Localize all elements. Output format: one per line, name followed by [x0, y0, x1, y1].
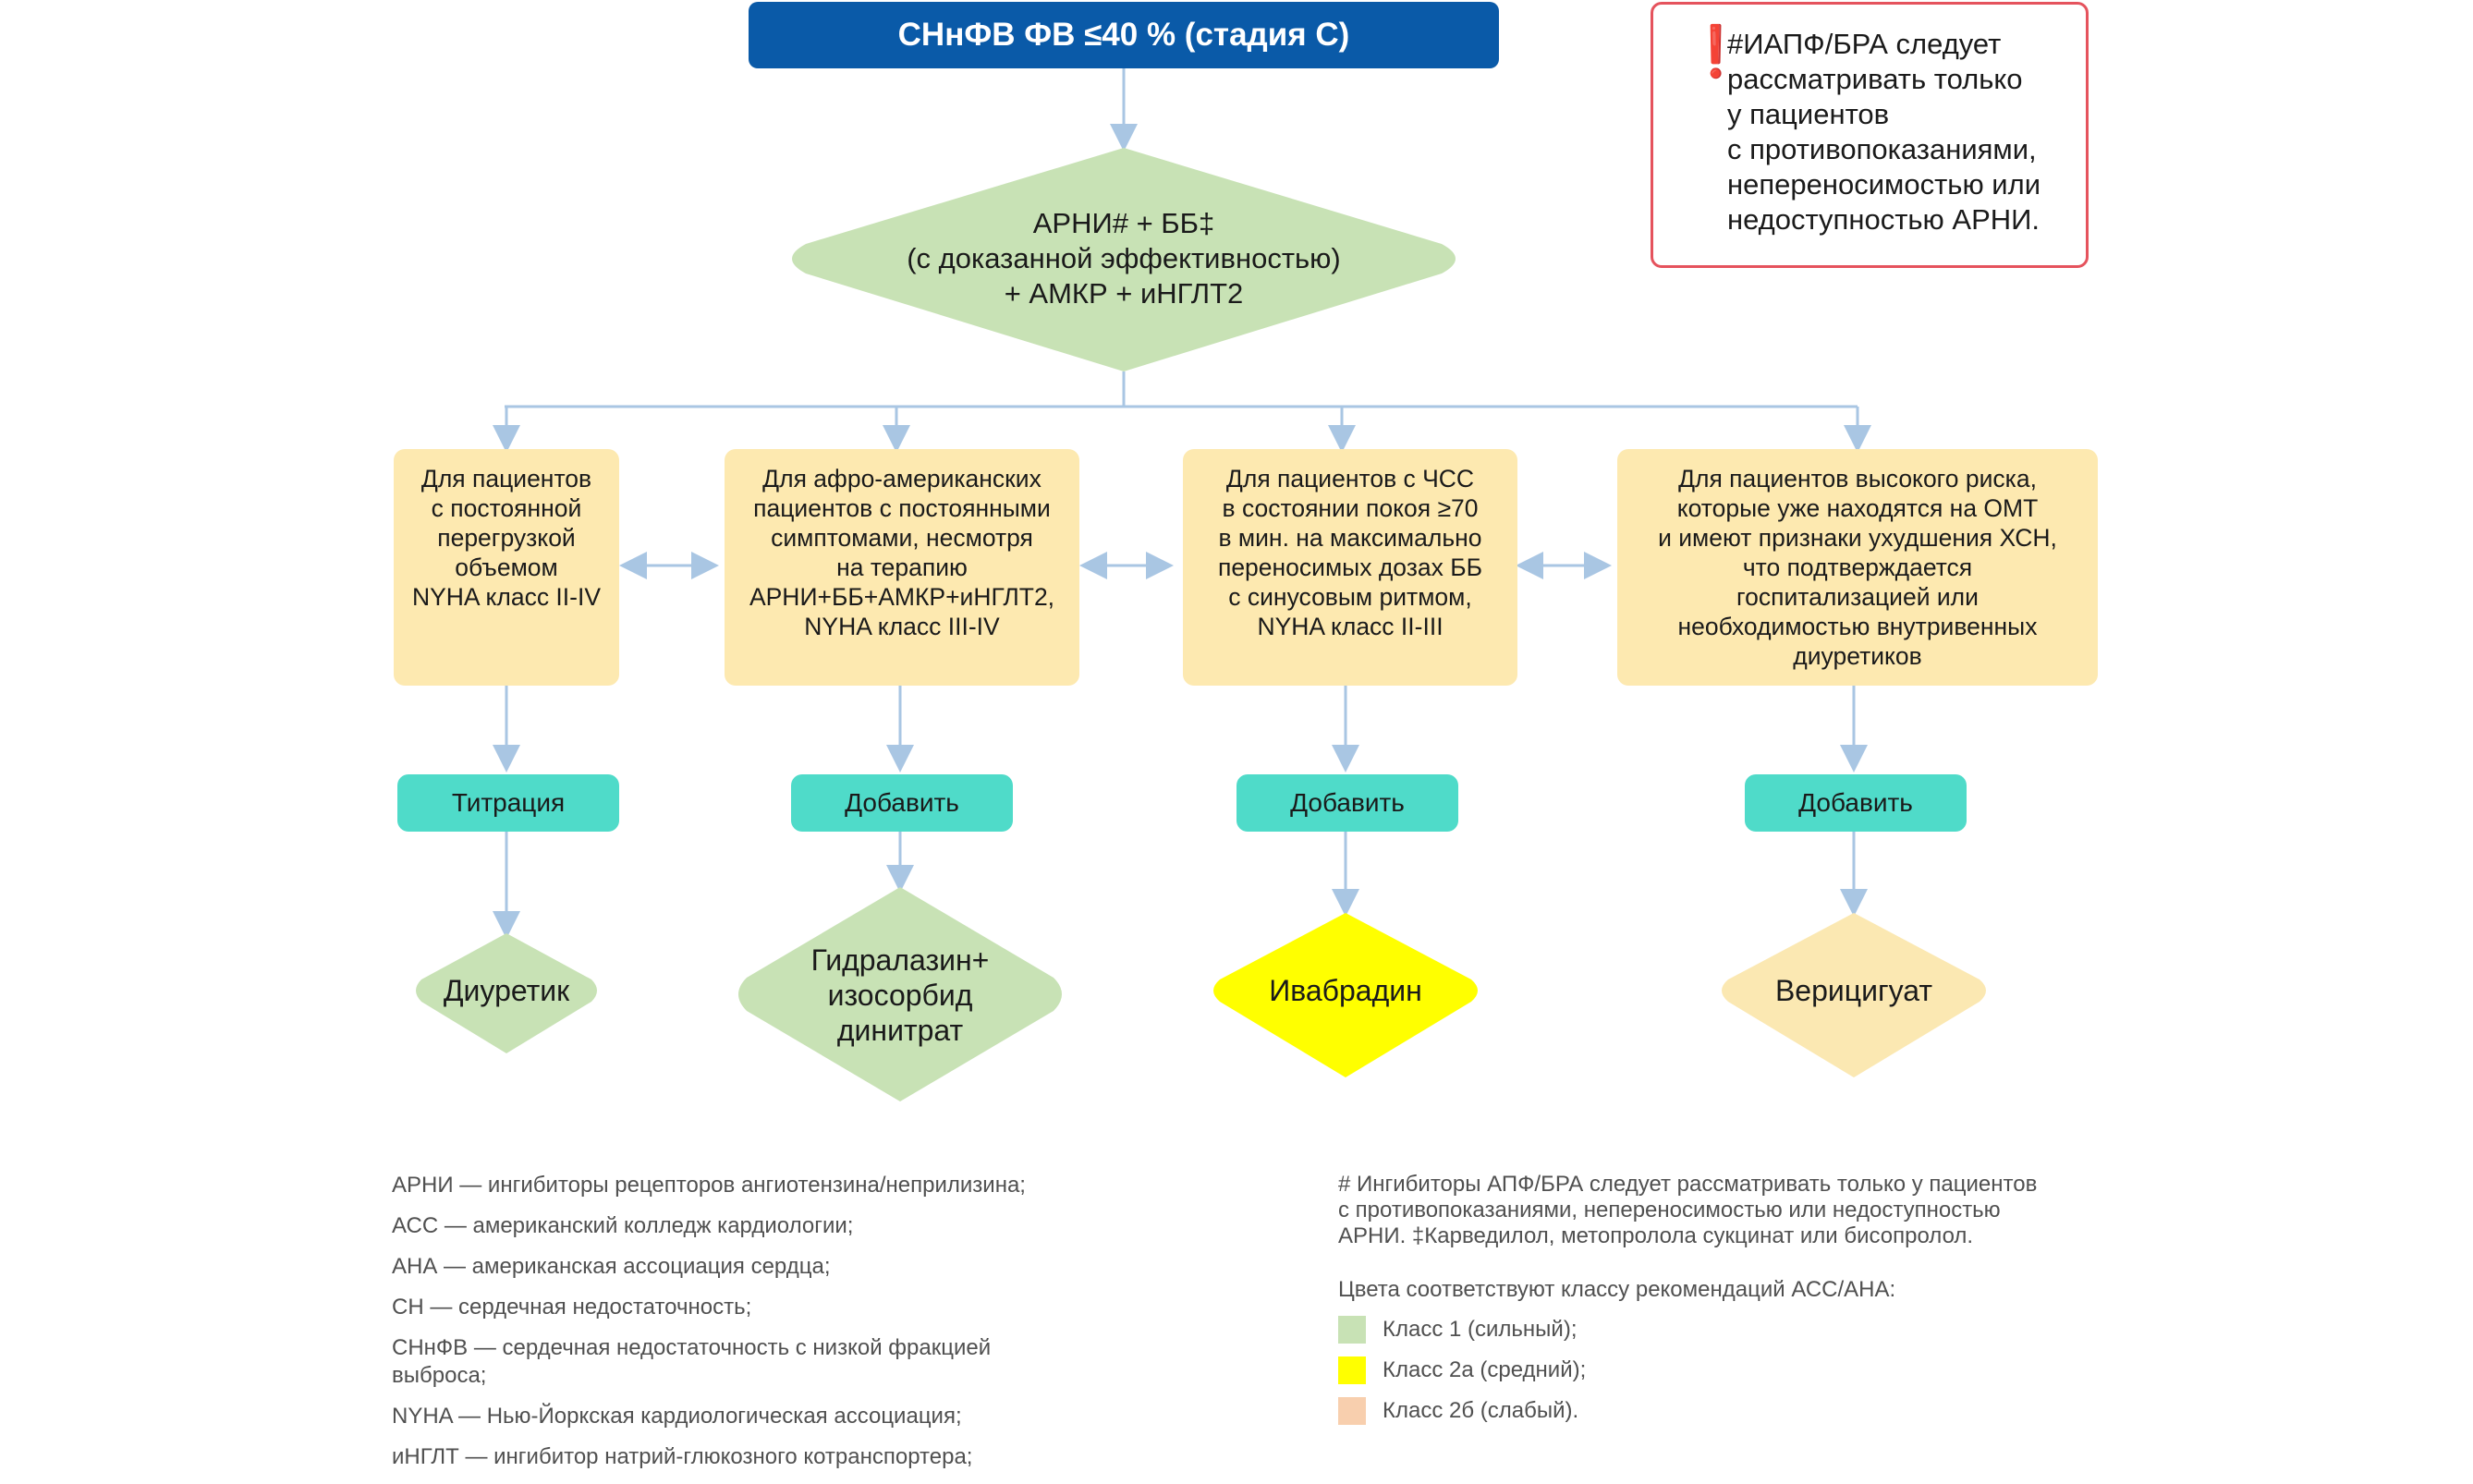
abbreviation-item: СНнФВ — сердечная недостаточность с низк… — [392, 1335, 992, 1388]
legend-swatch-class2a — [1338, 1356, 1366, 1384]
action-pill-add-3: Добавить — [1236, 774, 1458, 832]
page-title: СНнФВ ФВ ≤40 % (стадия С) — [749, 2, 1499, 68]
result-text-ivabradine: Ивабрадин — [1269, 973, 1422, 1007]
legend-swatch-class2b — [1338, 1397, 1366, 1425]
abbreviations-list: АРНИ — ингибиторы рецепторов ангиотензин… — [392, 1172, 1094, 1484]
legend-item-class2b: Класс 2б (слабый). — [1338, 1397, 2096, 1425]
action-pill-titration: Титрация — [397, 774, 619, 832]
alert-note: ❗ #ИАПФ/БРА следует рассматривать только… — [1651, 2, 2089, 268]
abbreviation-item: АНА — американская ассоциация сердца; — [392, 1254, 831, 1279]
footnote-and-legend: # Ингибиторы АПФ/БРА следует рассматрива… — [1338, 1172, 2096, 1425]
footnote: # Ингибиторы АПФ/БРА следует рассматрива… — [1338, 1172, 2038, 1248]
legend-title: Цвета соответствуют классу рекомендаций … — [1338, 1277, 1896, 1302]
alert-note-text: #ИАПФ/БРА следует рассматривать только у… — [1727, 28, 2041, 236]
result-diamond-3 — [1213, 913, 1478, 1077]
condition-box-high-risk: Для пациентов высокого риска, которые уж… — [1617, 449, 2098, 686]
result-text-hydralazine: Гидралазин+ изосорбид динитрат — [810, 943, 990, 1047]
legend-label: Класс 2а (средний); — [1383, 1357, 1587, 1382]
abbreviation-item: СН — сердечная недостаточность; — [392, 1295, 752, 1320]
abbreviation-item: АРНИ — ингибиторы рецепторов ангиотензин… — [392, 1173, 1026, 1198]
result-text-vericiguat: Верицигуат — [1774, 973, 1933, 1007]
legend-swatch-class1 — [1338, 1316, 1366, 1344]
legend-item-class1: Класс 1 (сильный); — [1338, 1316, 2096, 1344]
legend-label: Класс 1 (сильный); — [1383, 1317, 1578, 1342]
action-pill-add-2: Добавить — [791, 774, 1013, 832]
result-diamond-2 — [738, 887, 1062, 1101]
legend-item-class2a: Класс 2а (средний); — [1338, 1356, 2096, 1384]
condition-box-heart-rate: Для пациентов с ЧСС в состоянии покоя ≥7… — [1183, 449, 1517, 686]
action-pill-add-4: Добавить — [1745, 774, 1967, 832]
abbreviation-item: иНГЛТ — ингибитор натрий-глюкозного котр… — [392, 1444, 973, 1469]
abbreviation-item: АСС — американский колледж кардиологии; — [392, 1213, 854, 1238]
main-diamond — [792, 148, 1456, 371]
result-text-diuretic: Диуретик — [443, 973, 570, 1007]
main-diamond-text: АРНИ# + ББ‡ (с доказанной эффективностью… — [907, 207, 1341, 310]
condition-box-volume-overload: Для пациентов с постоянной перегрузкой о… — [394, 449, 619, 686]
legend-label: Класс 2б (слабый). — [1383, 1398, 1579, 1423]
condition-box-african-american: Для афро-американских пациентов с постоя… — [725, 449, 1079, 686]
result-diamond-1 — [416, 933, 597, 1053]
result-diamond-4 — [1722, 913, 1986, 1077]
exclamation-icon: ❗ — [1685, 24, 1748, 79]
abbreviation-item: NYHA — Нью-Йоркская кардиологическая асс… — [392, 1404, 962, 1429]
